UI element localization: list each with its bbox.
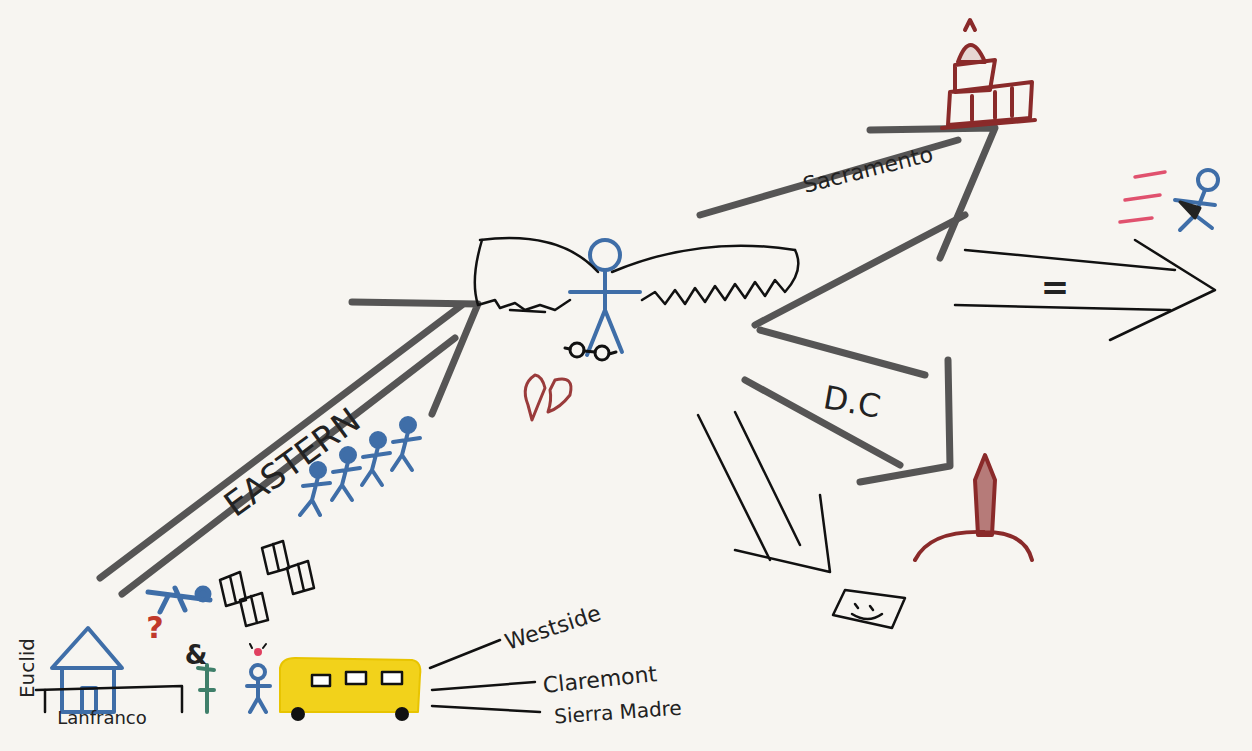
dc-arrow (745, 330, 950, 482)
arrow-label: Sacramento (801, 143, 935, 197)
down-arrow (698, 412, 830, 572)
monument-symbol (915, 455, 1032, 560)
arrow-stroke (735, 412, 800, 545)
arrow-stroke (700, 140, 958, 215)
arrow-label: EASTERN (218, 402, 366, 522)
broken-heart (525, 375, 571, 420)
arrow-stroke (100, 305, 462, 578)
arrow-stroke (122, 338, 455, 594)
arrow-stroke (745, 380, 900, 465)
card-symbol (833, 590, 905, 628)
arrow-head (735, 495, 830, 572)
running-figure (1120, 170, 1218, 230)
street-name: Euclid (17, 638, 37, 698)
eastern-arrow (100, 302, 478, 594)
arrow-head (1110, 240, 1215, 340)
child-figure (247, 644, 270, 712)
school-name: Claremont (542, 663, 658, 697)
arrow-head (870, 128, 995, 258)
arrow-stroke (698, 415, 770, 560)
bus-symbol (280, 640, 540, 721)
equals-arrow (955, 240, 1215, 340)
street-name: Lanfranco (57, 709, 147, 727)
book-symbols (220, 541, 314, 626)
arrow-stroke (755, 215, 965, 325)
arrow-stroke (760, 330, 925, 375)
school-name: Sierra Madre (554, 698, 683, 727)
ampersand: & (185, 642, 208, 668)
arrow-label: D.C (821, 381, 883, 422)
glasses-symbol (565, 343, 616, 360)
arrow-stroke (955, 305, 1170, 310)
green-figure (198, 665, 214, 712)
arrow-stroke (965, 250, 1175, 270)
equals-sign: = (1041, 270, 1070, 304)
lying-figure (148, 588, 210, 612)
school-name: Westside (502, 602, 603, 654)
question-mark: ? (146, 613, 163, 643)
capitol-symbol (942, 20, 1035, 128)
angel-figure (475, 238, 799, 355)
arrow-head (352, 302, 478, 414)
